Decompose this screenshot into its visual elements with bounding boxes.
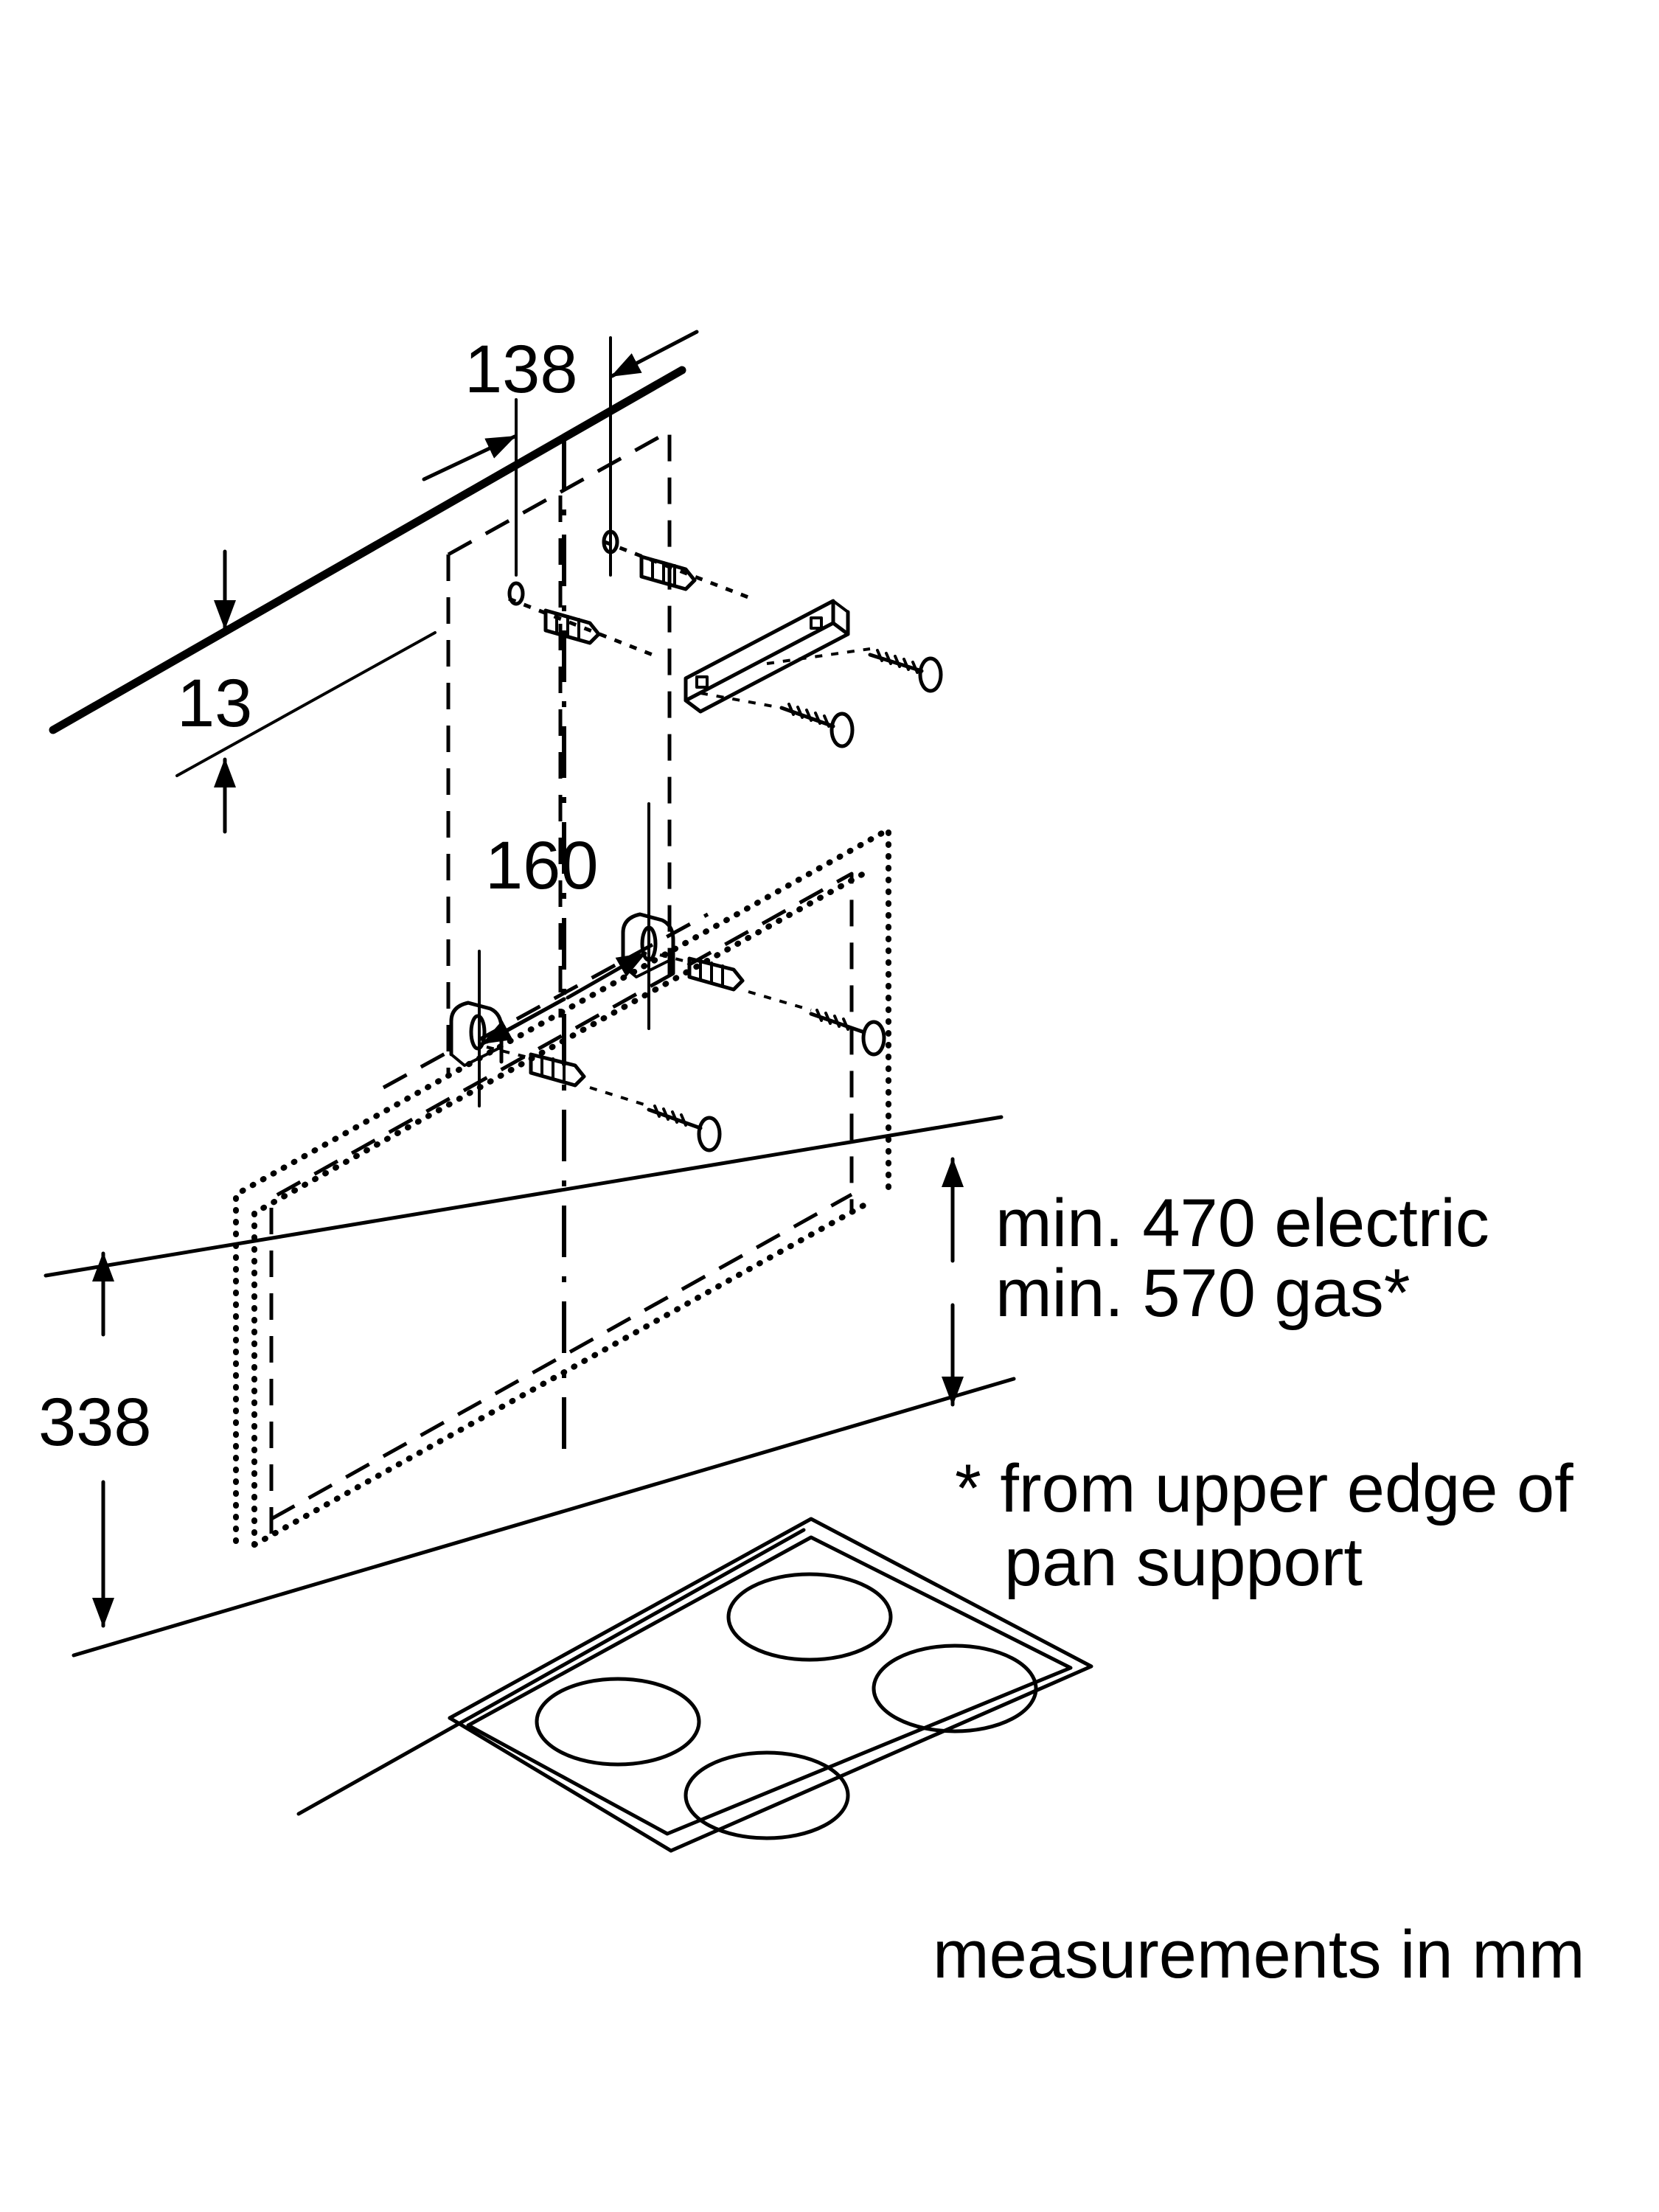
cooktop: [296, 1517, 1093, 1853]
upper-duct-outline: [446, 429, 672, 1077]
mounting-bracket-icon: [684, 599, 850, 714]
wall-plug-icon: [543, 608, 601, 645]
burner-icon: [726, 1572, 893, 1662]
dimension-13: 13: [175, 549, 437, 834]
screw-icon: [766, 647, 943, 693]
screw-icon: [700, 692, 855, 748]
units-label: measurements in mm: [933, 1917, 1585, 1992]
dimension-138-label: 138: [465, 332, 578, 407]
upper-mounting-hardware: [507, 529, 943, 748]
min-electric-label: min. 470 electric: [995, 1186, 1489, 1261]
footnote-line1: * from upper edge of: [955, 1451, 1573, 1526]
wall-plug-icon: [659, 953, 745, 992]
upper-reference-line: [46, 1117, 1003, 1276]
burner-icon: [535, 1677, 701, 1767]
burner-icon: [684, 1750, 850, 1840]
screw-icon: [748, 990, 886, 1057]
dimension-160-label: 160: [485, 828, 599, 903]
wall-plug-icon: [486, 1046, 586, 1088]
dimension-338-label: 338: [38, 1385, 152, 1460]
ceiling-line: [49, 366, 686, 734]
dimension-138: 138: [422, 330, 699, 577]
wall-plug-icon: [639, 554, 697, 591]
lower-chimney-outline: [233, 827, 891, 1548]
screw-icon: [589, 1086, 722, 1152]
dimension-160: 160: [478, 802, 650, 1107]
dimension-338: 338: [38, 1251, 152, 1628]
hood-base-lines: [44, 1115, 1016, 1658]
mounting-tab-icon: [449, 1001, 504, 1067]
footnote-line2: pan support: [1004, 1525, 1363, 1600]
burner-icon: [872, 1644, 1038, 1733]
min-gas-label: min. 570 gas*: [995, 1256, 1411, 1331]
dimension-13-label: 13: [177, 666, 252, 741]
